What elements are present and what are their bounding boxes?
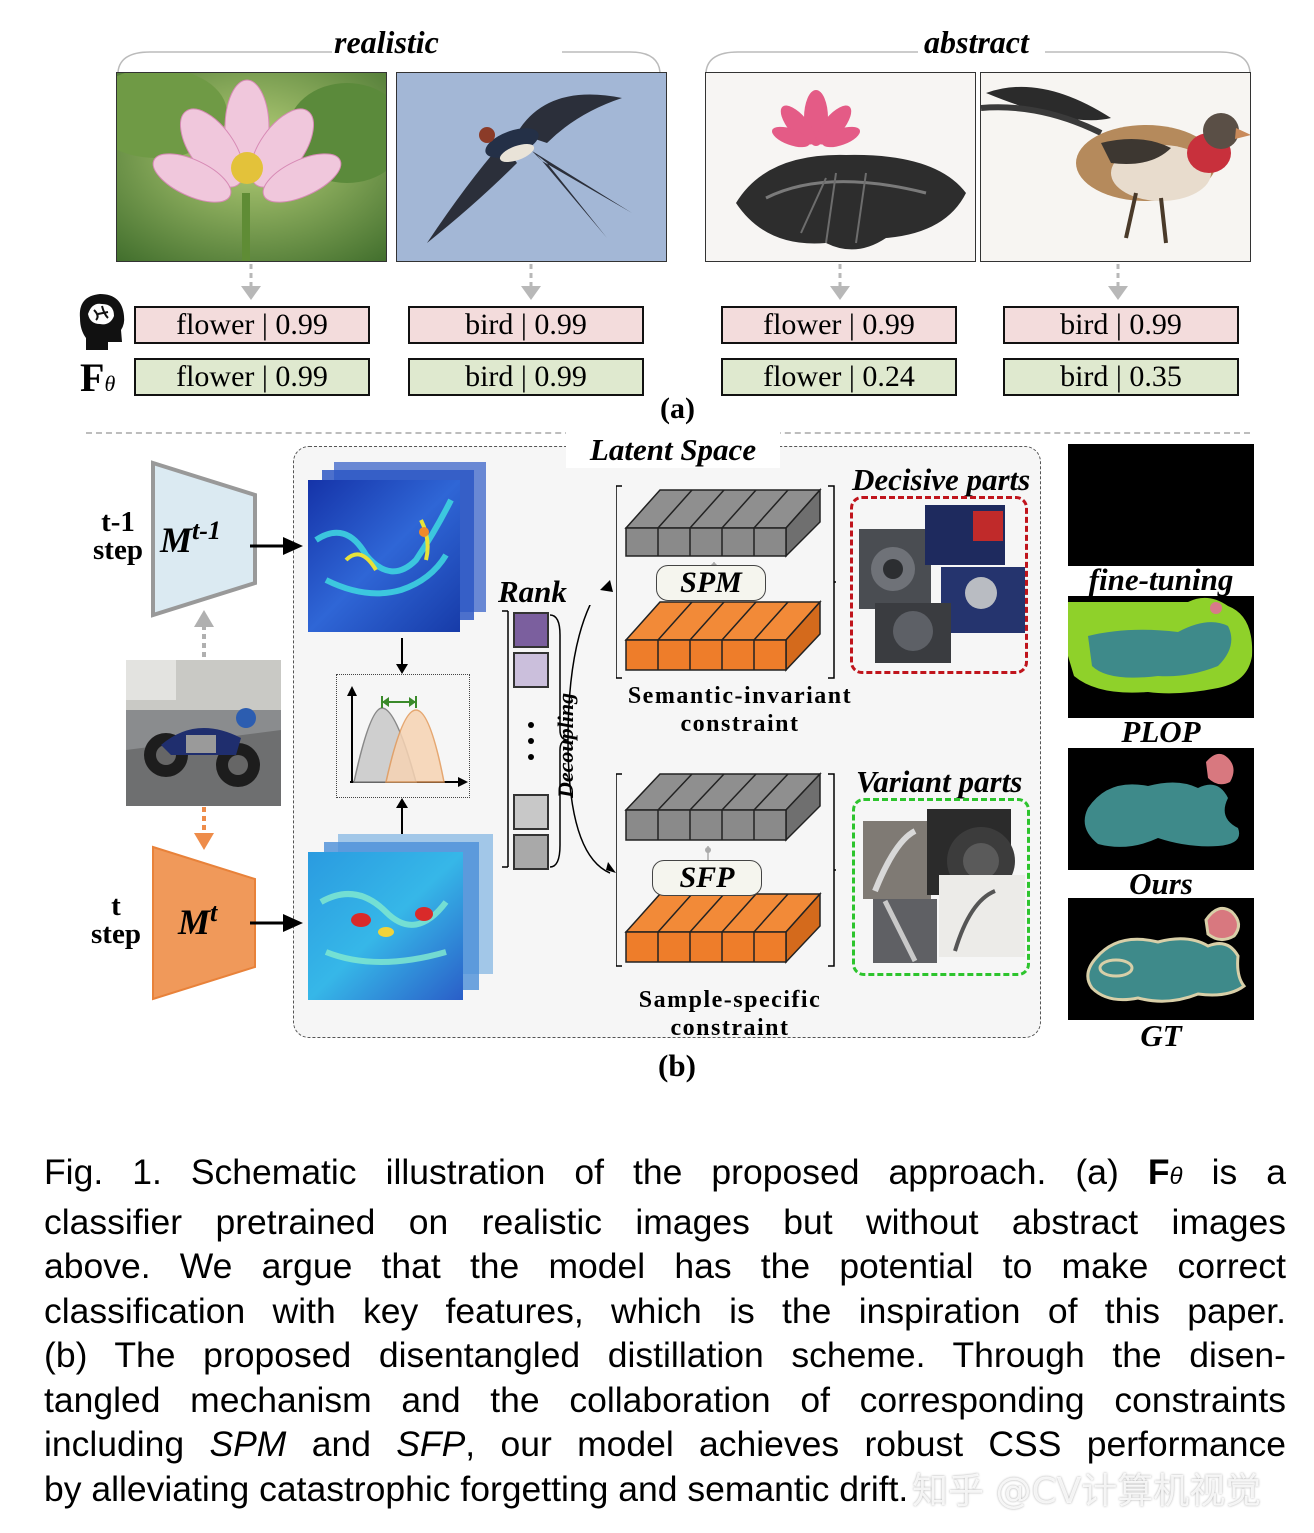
student-model-label: Mt [178, 898, 218, 942]
panel-a-label: (a) [660, 392, 695, 425]
human-label-2: bird | 0.99 [408, 306, 644, 344]
abstract-bird-image [980, 72, 1251, 262]
caption-line-8: by alleviating catastrophic forgetting a… [44, 1468, 909, 1509]
rank-label: Rank [498, 574, 567, 609]
human-label-1: flower | 0.99 [134, 306, 370, 344]
caption-line-1: Fig. 1. Schematic illustration of the pr… [44, 1152, 1286, 1192]
ours-label: Ours [1129, 866, 1193, 901]
finetuning-result-mask [1068, 444, 1254, 566]
realistic-bird-image [396, 72, 667, 262]
model-label-2: bird | 0.99 [408, 358, 644, 396]
watermark: 知乎 @CV计算机视觉 [912, 1471, 1262, 1512]
model-symbol: Fθ [80, 355, 116, 400]
abstract-label: abstract [924, 24, 1029, 60]
caption-line-7: including SPM and SFP, our model achieve… [44, 1424, 1286, 1464]
figure-caption: Fig. 1. Schematic illustration of the pr… [44, 1150, 1286, 1511]
model-label-1: flower | 0.99 [134, 358, 370, 396]
caption-line-6: tangled mechanism and the collaboration … [44, 1379, 1286, 1420]
panel-b-label: (b) [658, 1048, 696, 1083]
ours-result-mask [1068, 748, 1254, 870]
human-label-3: flower | 0.99 [721, 306, 957, 344]
caption-line-4: classification with key features, which … [44, 1290, 1286, 1331]
gt-mask [1068, 898, 1254, 1020]
decisive-parts-box [850, 496, 1028, 674]
teacher-feature-map [308, 462, 486, 632]
rank-cell-3 [513, 794, 549, 830]
spm-label: SPM [656, 565, 766, 601]
student-model [152, 845, 256, 1001]
spm-group [616, 485, 836, 679]
rank-column [502, 605, 611, 874]
variant-parts-label: Variant parts [856, 764, 1023, 799]
decisive-parts-label: Decisive parts [852, 462, 1031, 497]
input-motorcycle-image [126, 660, 281, 806]
rank-cell-1 [513, 612, 549, 648]
plop-label: PLOP [1121, 714, 1201, 749]
realistic-flower-image [116, 72, 387, 262]
teacher-model-label: Mt-1 [160, 516, 221, 560]
image-to-label-arrows [241, 264, 1128, 300]
sfp-group [616, 772, 836, 967]
plop-result-mask [1068, 596, 1254, 718]
decoupling-arrows [600, 580, 616, 873]
human-label-4: bird | 0.99 [1003, 306, 1239, 344]
model-label-3: flower | 0.24 [721, 358, 957, 396]
variant-parts-box [852, 798, 1030, 976]
finetuning-label: fine-tuning [1088, 562, 1234, 597]
distribution-svg [347, 638, 468, 834]
teacher-model [151, 460, 257, 618]
model-label-4: bird | 0.35 [1003, 358, 1239, 396]
caption-line-5: (b) The proposed disentangled distillati… [44, 1335, 1286, 1375]
caption-line-2: classifier pretrained on realistic image… [44, 1201, 1286, 1242]
latent-space-title: Latent Space [566, 432, 780, 468]
human-head-brain-icon [79, 294, 125, 350]
student-feature-map [308, 834, 493, 1000]
sfp-label: SFP [652, 860, 762, 896]
decoupling-label: Decoupling [553, 692, 578, 798]
rank-cell-4 [513, 834, 549, 870]
abstract-flower-image [705, 72, 976, 262]
caption-line-3: above. We argue that the model has the p… [44, 1246, 1286, 1286]
gt-label: GT [1140, 1018, 1182, 1053]
models-svg [151, 460, 303, 1001]
rank-cell-2 [513, 652, 549, 688]
realistic-label: realistic [334, 24, 439, 60]
group-braces [117, 51, 1251, 73]
